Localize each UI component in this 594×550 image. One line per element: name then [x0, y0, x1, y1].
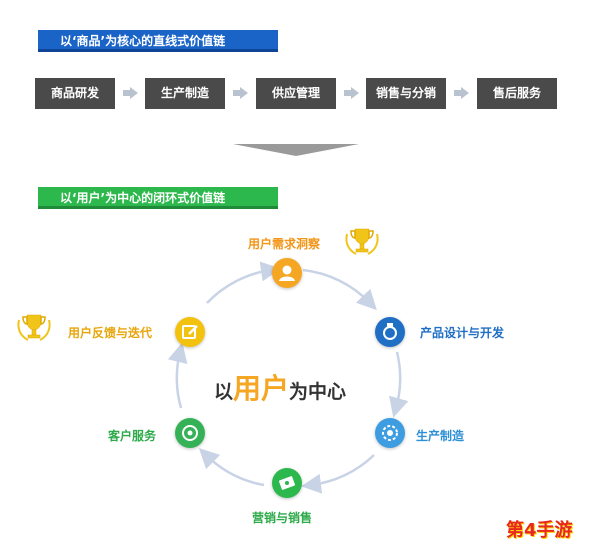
chain-step-sales: 销售与分销: [366, 78, 446, 109]
node-label-feedback: 用户反馈与迭代: [68, 326, 153, 340]
loop-chain-title: 以‘用户’为中心的闭环式价值链: [38, 187, 278, 209]
chain-step-product-rd: 商品研发: [35, 78, 115, 109]
manufacturing-node: [375, 418, 405, 448]
product-design-node: [375, 317, 405, 347]
loop-arc: [302, 268, 377, 311]
user-icon: [279, 265, 295, 281]
node-label-product-design: 产品设计与开发: [420, 326, 505, 340]
center-title-prefix: 以: [214, 381, 234, 403]
chain-arrow-icon: [344, 87, 359, 99]
loop-arc: [167, 342, 188, 409]
center-title: 以用户为中心: [214, 367, 346, 407]
trophy-icon: [345, 228, 379, 255]
chain-step-supply: 供应管理: [256, 78, 336, 109]
marketing-node: [272, 468, 302, 498]
loop-arc: [301, 454, 375, 494]
node-label-user-insight: 用户需求洞察: [248, 237, 321, 251]
chain-step-after-sales: 售后服务: [477, 78, 557, 109]
node-label-marketing: 营销与销售: [252, 511, 313, 525]
customer-service-node: [175, 418, 205, 448]
gear-icon: [382, 425, 398, 441]
chain-arrow-icon: [123, 87, 138, 99]
loop-arc: [198, 447, 265, 487]
trophy-icon: [17, 314, 51, 341]
linear-chain-title: 以‘商品’为核心的直线式价值链: [38, 30, 278, 52]
bulb-icon: [383, 323, 397, 340]
loop-arc: [389, 351, 409, 418]
ticket-icon: [278, 476, 296, 490]
node-label-customer-service: 客户服务: [108, 429, 157, 443]
watermark: 第4手游: [506, 520, 573, 541]
feedback-node: [175, 317, 205, 347]
node-label-manufacturing: 生产制造: [416, 429, 465, 443]
edit-icon: [182, 325, 198, 339]
center-title-highlight: 用户: [233, 372, 290, 405]
chain-arrow-icon: [454, 87, 469, 99]
center-title-suffix: 为中心: [289, 381, 347, 403]
loop-arc: [206, 261, 281, 304]
user-insight-node: [272, 258, 302, 288]
headset-icon: [182, 425, 198, 441]
down-arrow-icon: [233, 144, 359, 156]
chain-arrow-icon: [233, 87, 248, 99]
chain-step-manufacturing: 生产制造: [145, 78, 225, 109]
